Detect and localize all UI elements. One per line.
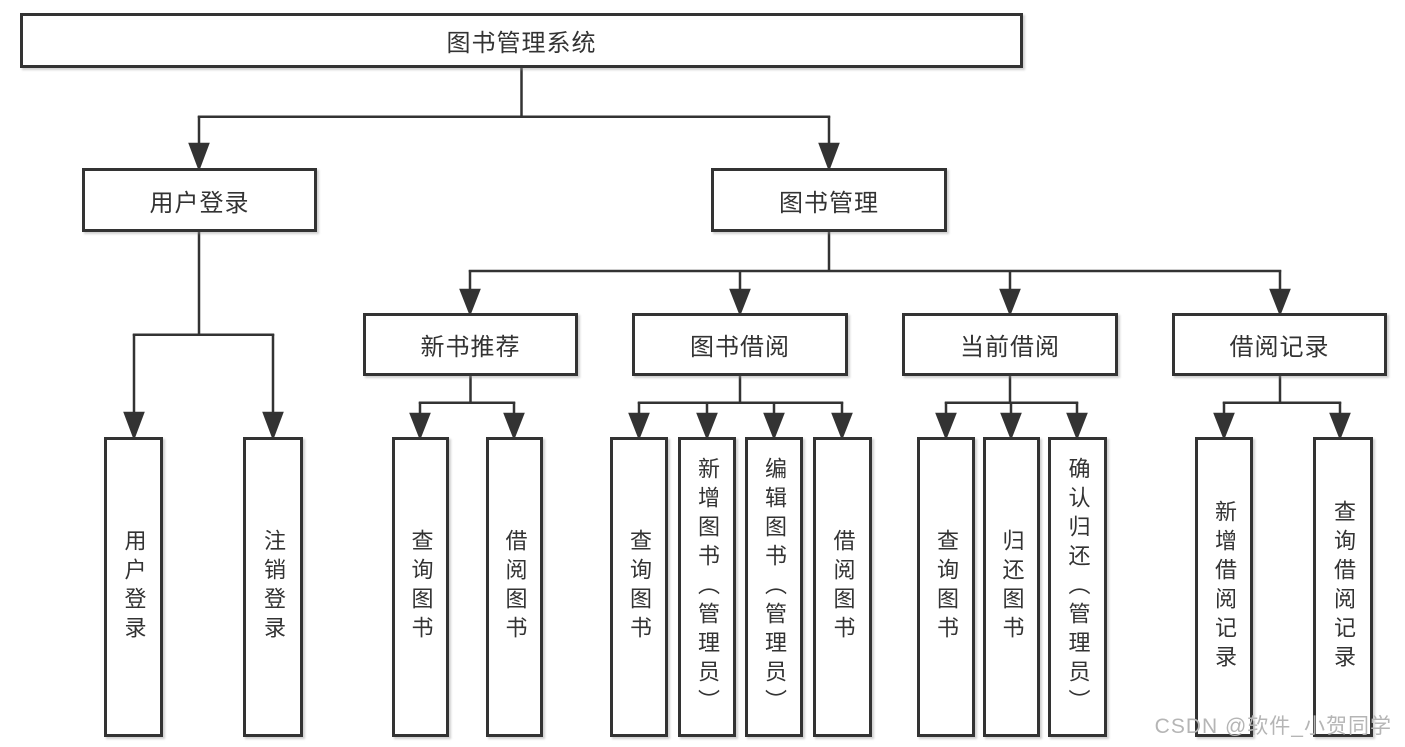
leaf-add-book-admin: 新增图书（管理员） bbox=[678, 437, 736, 737]
node-book-management: 图书管理 bbox=[711, 168, 947, 232]
leaf-query-books-recommend: 查询图书 bbox=[392, 437, 449, 737]
leaf-borrow-books-recommend: 借阅图书 bbox=[486, 437, 543, 737]
node-new-book-recommend-label: 新书推荐 bbox=[420, 334, 521, 361]
leaf-confirm-return-admin: 确认归还（管理员） bbox=[1048, 437, 1107, 737]
node-library-system: 图书管理系统 bbox=[20, 13, 1023, 68]
leaf-query-books-current-label: 查询图书 bbox=[934, 529, 959, 645]
node-library-system-label: 图书管理系统 bbox=[446, 30, 597, 57]
node-book-management-label: 图书管理 bbox=[779, 189, 879, 217]
connector-user-login bbox=[123, 232, 284, 441]
connector-borrow-records bbox=[1213, 376, 1351, 441]
leaf-logout-label: 注销登录 bbox=[261, 529, 286, 645]
node-user-login: 用户登录 bbox=[82, 168, 317, 232]
connector-new-book-recommend bbox=[409, 376, 525, 441]
csdn-watermark: CSDN @软件_小贺同学 bbox=[1154, 715, 1392, 738]
leaf-logout: 注销登录 bbox=[243, 437, 303, 737]
node-new-book-recommend: 新书推荐 bbox=[363, 313, 578, 376]
leaf-user-login: 用户登录 bbox=[104, 437, 163, 737]
leaf-edit-book-admin: 编辑图书（管理员） bbox=[745, 437, 803, 737]
node-borrow-records-label: 借阅记录 bbox=[1229, 334, 1330, 361]
node-book-borrow: 图书借阅 bbox=[632, 313, 848, 376]
leaf-add-borrow-record-label: 新增借阅记录 bbox=[1212, 500, 1237, 674]
leaf-borrow-books: 借阅图书 bbox=[813, 437, 872, 737]
leaf-return-book: 归还图书 bbox=[983, 437, 1040, 737]
leaf-query-books-recommend-label: 查询图书 bbox=[408, 529, 434, 645]
connector-current-borrow bbox=[935, 376, 1088, 441]
leaf-confirm-return-admin-label: 确认归还（管理员） bbox=[1065, 456, 1091, 718]
node-current-borrow: 当前借阅 bbox=[902, 313, 1118, 376]
leaf-add-borrow-record: 新增借阅记录 bbox=[1195, 437, 1253, 737]
leaf-query-books-current: 查询图书 bbox=[917, 437, 975, 737]
leaf-query-books-borrow-label: 查询图书 bbox=[627, 529, 652, 645]
leaf-return-book-label: 归还图书 bbox=[999, 529, 1025, 645]
node-current-borrow-label: 当前借阅 bbox=[960, 334, 1060, 361]
leaf-user-login-label: 用户登录 bbox=[121, 529, 147, 645]
connector-book-management bbox=[459, 232, 1291, 317]
node-user-login-label: 用户登录 bbox=[149, 189, 250, 217]
leaf-query-borrow-record: 查询借阅记录 bbox=[1313, 437, 1373, 737]
node-book-borrow-label: 图书借阅 bbox=[690, 334, 790, 361]
connector-root bbox=[188, 68, 840, 172]
connector-book-borrow bbox=[628, 376, 853, 441]
leaf-add-book-admin-label: 新增图书（管理员） bbox=[695, 456, 720, 718]
leaf-borrow-books-recommend-label: 借阅图书 bbox=[502, 529, 528, 645]
node-borrow-records: 借阅记录 bbox=[1172, 313, 1387, 376]
leaf-borrow-books-label: 借阅图书 bbox=[830, 529, 856, 645]
leaf-query-borrow-record-label: 查询借阅记录 bbox=[1331, 500, 1356, 674]
leaf-edit-book-admin-label: 编辑图书（管理员） bbox=[762, 456, 787, 718]
leaf-query-books-borrow: 查询图书 bbox=[610, 437, 668, 737]
